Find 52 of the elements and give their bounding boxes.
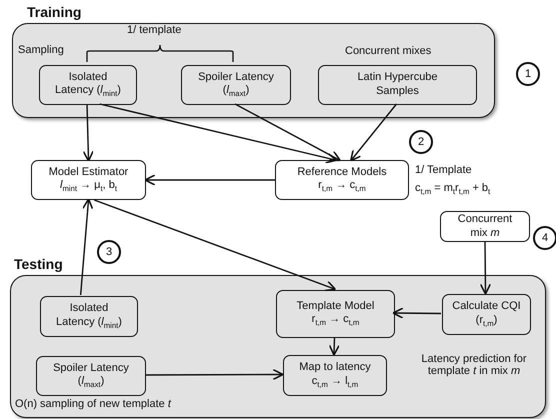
- box-text: r$_{t,m}$ → c$_{t,m}$: [312, 313, 360, 328]
- arrow: [144, 174, 275, 186]
- box-text: c$_{t,m}$ → l$_{t,m}$: [312, 374, 358, 390]
- arrow: [145, 368, 284, 380]
- step-number: 2: [409, 130, 433, 154]
- process-box: [442, 294, 531, 335]
- box-text: Latin Hypercube Samples: [356, 71, 439, 99]
- box-text: Model Estimator: [48, 166, 128, 180]
- process-box: [440, 211, 530, 242]
- step-number: 3: [97, 240, 121, 264]
- box-text: r$_{t,m}$ → c$_{t,m}$: [318, 179, 366, 194]
- box-text: Spoiler Latency (l$_{max}$$_{t}$): [198, 70, 274, 100]
- step-number: 4: [533, 226, 556, 250]
- process-box: [318, 65, 477, 105]
- box-text: Isolated Latency (l$_{min}$$_{t}$): [54, 70, 122, 100]
- arrow: [100, 103, 338, 164]
- panel-label: O(n) sampling of new template t: [15, 398, 171, 410]
- box-text: Isolated Latency (l$_{min}$$_{t}$): [55, 302, 123, 331]
- section-heading: Testing: [14, 256, 63, 272]
- arrow: [392, 307, 441, 319]
- process-box: [181, 65, 291, 105]
- box-text: Calculate CQI (r$_{t,m}$): [452, 300, 522, 329]
- prediction-note: Latency prediction for template t in mix m: [420, 353, 528, 377]
- arrow: [328, 336, 340, 356]
- section-heading: Training: [27, 4, 82, 20]
- testing-panel: [10, 275, 546, 418]
- box-text: Reference Models: [297, 166, 387, 180]
- process-box: [39, 65, 137, 105]
- training-panel: [12, 23, 495, 118]
- arrow: [94, 199, 336, 292]
- box-text: Concurrent mix m: [456, 212, 514, 240]
- column-heading: Concurrent mixes: [345, 45, 432, 57]
- arrow: [234, 103, 341, 162]
- brace-label: 1/ template: [127, 24, 182, 36]
- process-box: [275, 160, 409, 200]
- process-box: [276, 290, 395, 338]
- process-box: [40, 296, 138, 337]
- panel-label: Sampling: [18, 44, 64, 56]
- step-number: 1: [516, 62, 540, 86]
- process-box: [31, 160, 146, 200]
- process-box: [283, 355, 387, 396]
- arrow: [480, 242, 492, 295]
- box-text: Map to latency: [299, 361, 371, 375]
- arrow: [350, 104, 398, 162]
- box-text: Spoiler Latency (l$_{max}$$_{t}$): [53, 362, 129, 390]
- box-text: l$_{min}$$_{t}$ → μ$_{t}$, b$_{t}$: [60, 179, 117, 194]
- box-text: Template Model: [296, 300, 374, 314]
- arrow: [82, 104, 94, 162]
- formula-note: 1/ Template: [415, 164, 472, 176]
- process-box: [36, 356, 146, 396]
- arrow: [80, 198, 94, 296]
- formula-note: c$_{t,m}$ = m$_{t}$r$_{t,m}$ + b$_{t}$: [415, 182, 490, 196]
